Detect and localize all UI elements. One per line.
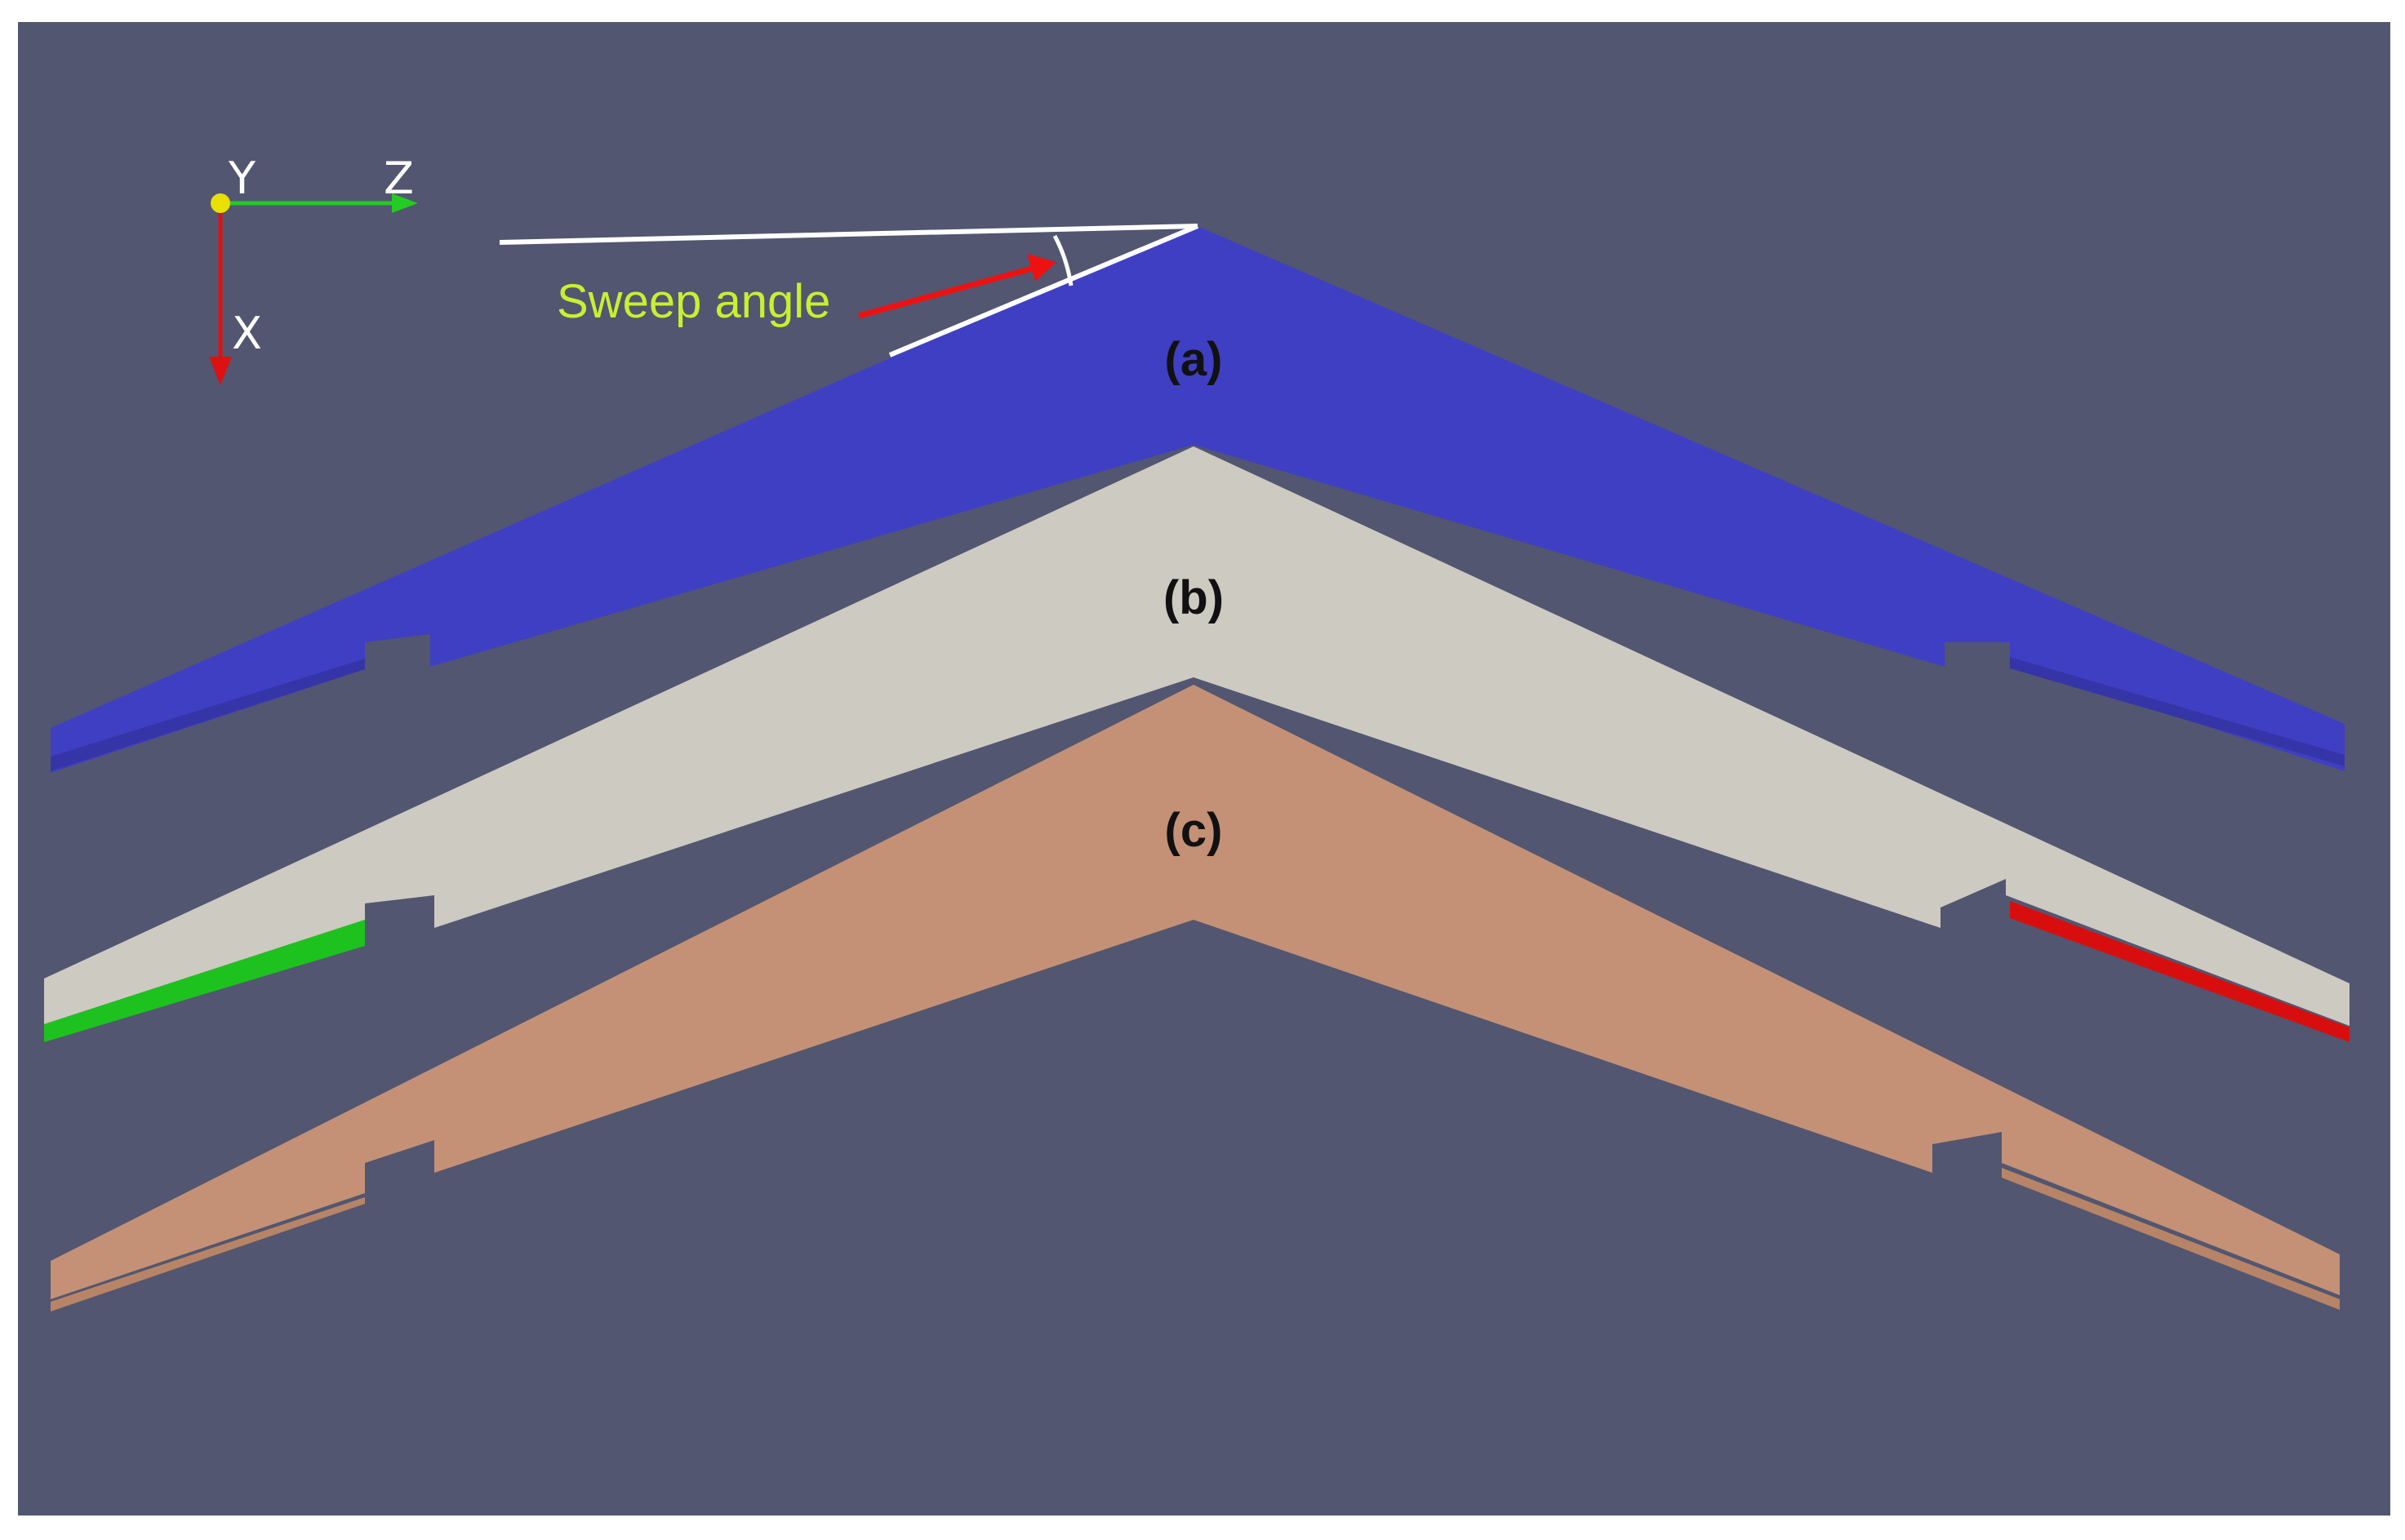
wing-b-label: (b) (1163, 571, 1224, 624)
sweep-angle-arc (1052, 234, 1074, 286)
wing-scene: (c) (b) (a) Sweep angle (18, 22, 2390, 1516)
wing-c-left-panel (51, 685, 1194, 1299)
wing-c: (c) (51, 685, 2340, 1311)
wing-a-right-panel (1194, 224, 2345, 771)
sweep-angle-label: Sweep angle (557, 275, 830, 328)
sweep-arrow (858, 264, 1039, 319)
y-axis-dot (211, 193, 230, 213)
wing-c-left-flap (51, 1197, 365, 1311)
z-axis-label: Z (384, 153, 414, 204)
z-axis-arrowhead (392, 193, 418, 213)
wing-a-left-flap (51, 659, 365, 771)
wing-b-right-panel (1194, 446, 2349, 1026)
left-control-surface (44, 920, 365, 1042)
sweep-arrowhead (1027, 254, 1056, 282)
wing-c-right-flap (2002, 1168, 2340, 1310)
wing-a-left-panel (51, 224, 1194, 773)
wing-c-label: (c) (1165, 804, 1223, 857)
wing-c-right-panel (1194, 685, 2340, 1295)
sweep-angle-annotation: Sweep angle (499, 224, 1199, 357)
wing-a-label: (a) (1165, 333, 1223, 386)
x-axis-arrowhead (209, 357, 232, 385)
x-axis-label: X (232, 308, 262, 359)
y-axis-label: Y (228, 153, 256, 204)
orientation-axes: Y Z X (209, 153, 418, 385)
wing-a-right-flap (2010, 657, 2345, 766)
sweep-leading-edge-line (888, 224, 1199, 357)
wing-b-left-panel (44, 446, 1194, 1024)
right-control-surface (2010, 901, 2349, 1042)
wing-b: (b) (44, 446, 2349, 1042)
wing-a: (a) (51, 224, 2345, 773)
render-viewport: (c) (b) (a) Sweep angle (18, 22, 2390, 1516)
sweep-reference-line (499, 224, 1198, 245)
